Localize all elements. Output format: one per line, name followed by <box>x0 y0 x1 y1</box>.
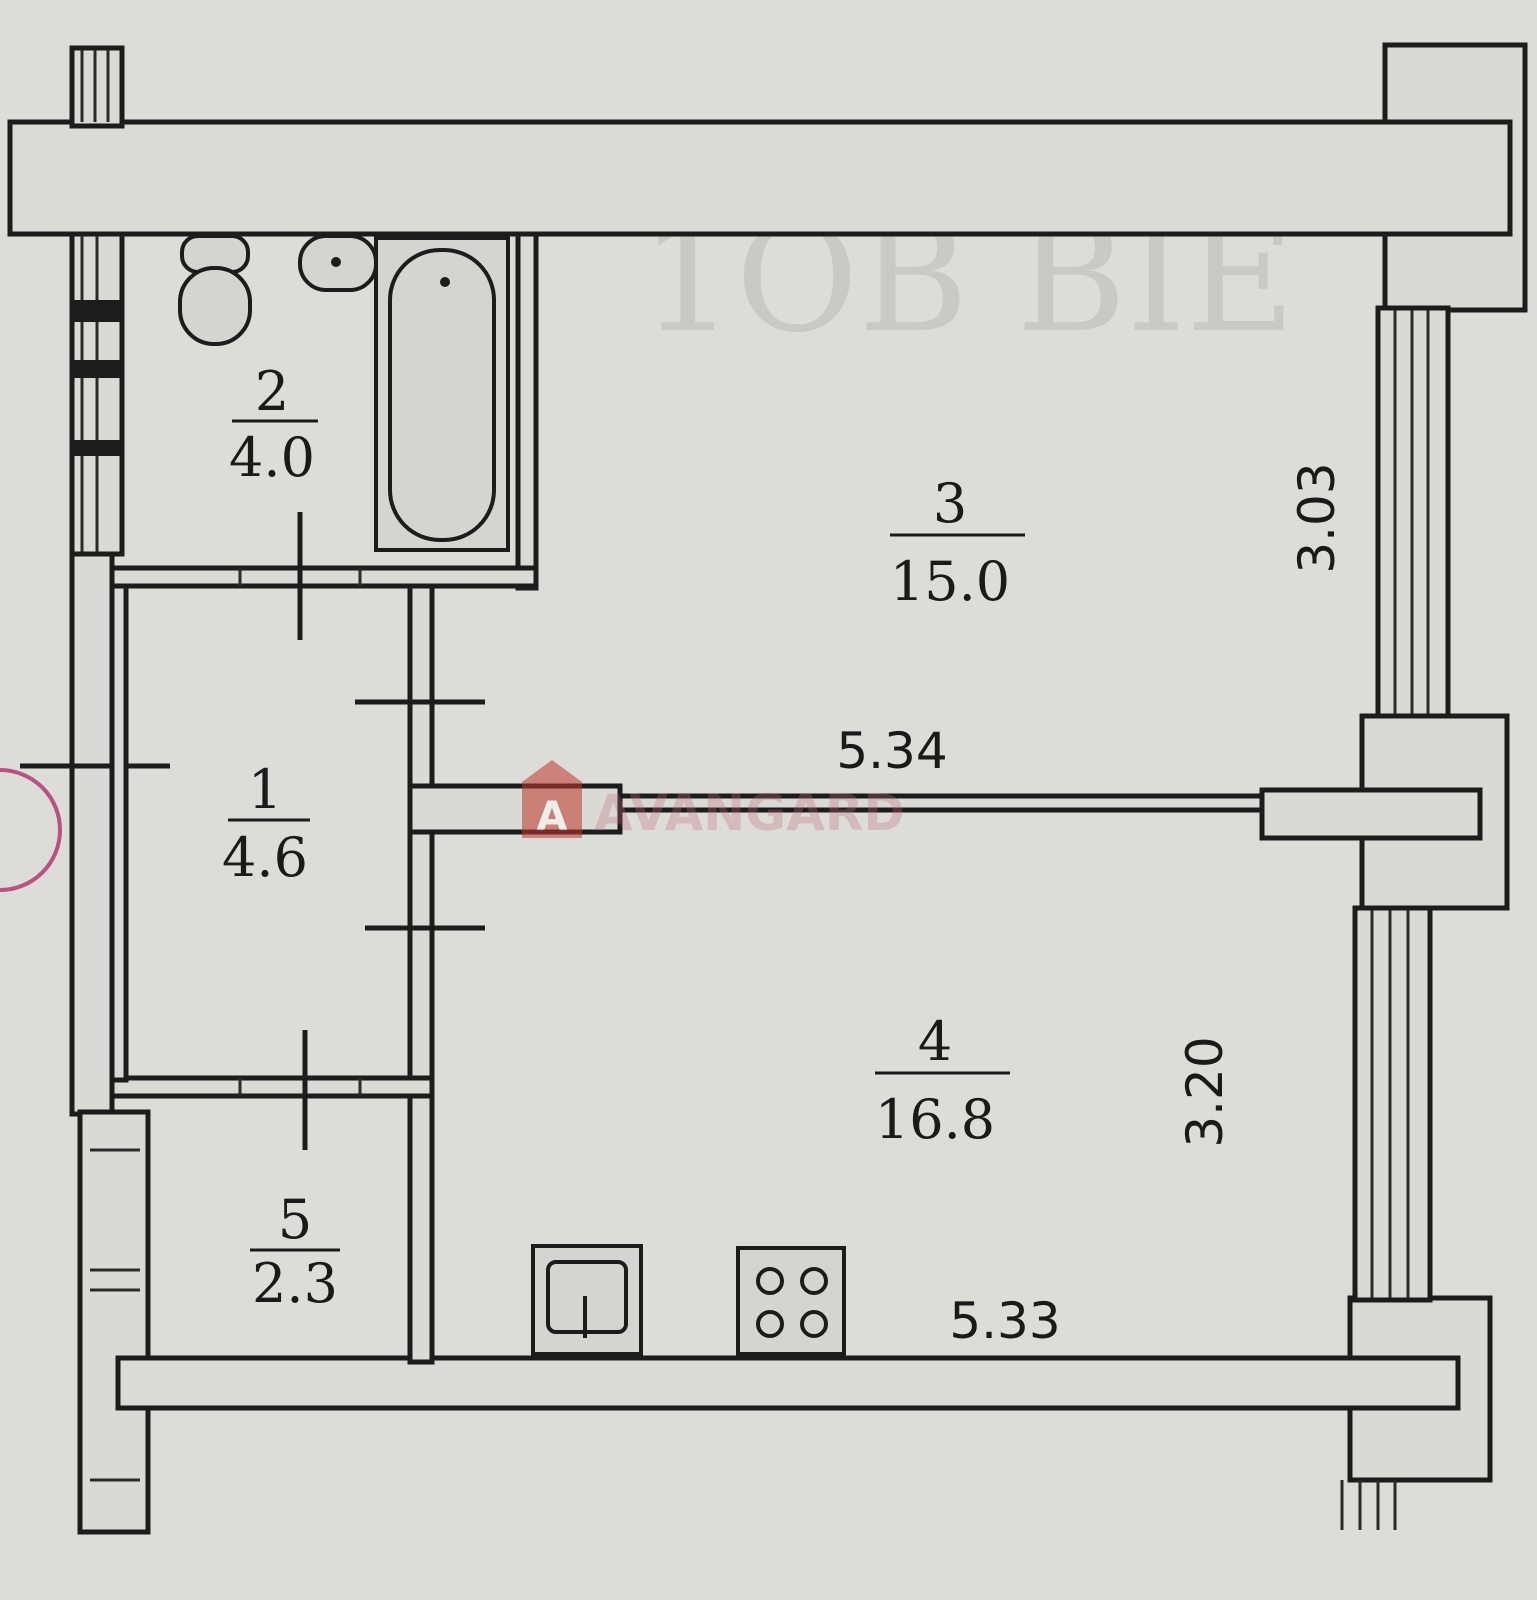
room-5-label: 5 2.3 <box>250 1188 340 1315</box>
room-2-label: 2 4.0 <box>229 360 318 489</box>
bathtub-icon <box>374 236 510 552</box>
room-3-label: 3 15.0 <box>890 472 1025 613</box>
room-1-number: 1 <box>248 758 282 821</box>
main-partition <box>617 793 1265 813</box>
left-wall-top-stub <box>69 45 125 129</box>
room-5-number: 5 <box>278 1188 312 1251</box>
room-4-number: 4 <box>918 1010 952 1073</box>
room-4-area: 16.8 <box>875 1088 995 1151</box>
bathroom-right-partition <box>515 231 539 591</box>
watermark-logo-icon <box>522 760 582 838</box>
room-3-number: 3 <box>933 472 967 535</box>
top-wall-overlay <box>7 119 1513 237</box>
closet-top-partition <box>109 1075 435 1099</box>
room-2-area: 4.0 <box>229 426 315 489</box>
room4-depth-dim: 3.20 <box>1176 1036 1234 1147</box>
stove-icon <box>736 1246 846 1356</box>
room-2-number: 2 <box>255 360 289 423</box>
room-1-label: 1 4.6 <box>222 758 310 889</box>
watermark: A AVANGARD <box>522 760 905 842</box>
room3-depth-dim: 3.03 <box>1288 462 1346 573</box>
pier-stub <box>1259 787 1483 841</box>
hall-right-partition-upper <box>407 583 435 789</box>
bottom-wall-overlay <box>115 1355 1461 1411</box>
room-5-area: 2.3 <box>252 1252 338 1315</box>
kitchen-sink-icon <box>531 1244 643 1356</box>
toilet-icon <box>178 234 252 346</box>
left-wall-middle <box>69 551 115 1117</box>
watermark-logo-letter: A <box>537 794 568 840</box>
hall-left-partition <box>109 583 129 1083</box>
window-lower <box>1352 905 1433 1303</box>
left-wall-lower <box>77 1109 151 1535</box>
bathroom-bottom-partition <box>109 565 539 589</box>
room-4-label: 4 16.8 <box>875 1010 1010 1151</box>
watermark-text: AVANGARD <box>594 784 905 842</box>
main-partition-stub <box>407 783 623 835</box>
washbasin-icon <box>298 234 378 292</box>
room-3-area: 15.0 <box>890 550 1010 613</box>
stamp-mark <box>0 768 62 892</box>
room3-width-dim: 5.34 <box>836 722 947 780</box>
room-1-area: 4.6 <box>222 826 308 889</box>
room4-width-dim: 5.33 <box>949 1292 1060 1350</box>
